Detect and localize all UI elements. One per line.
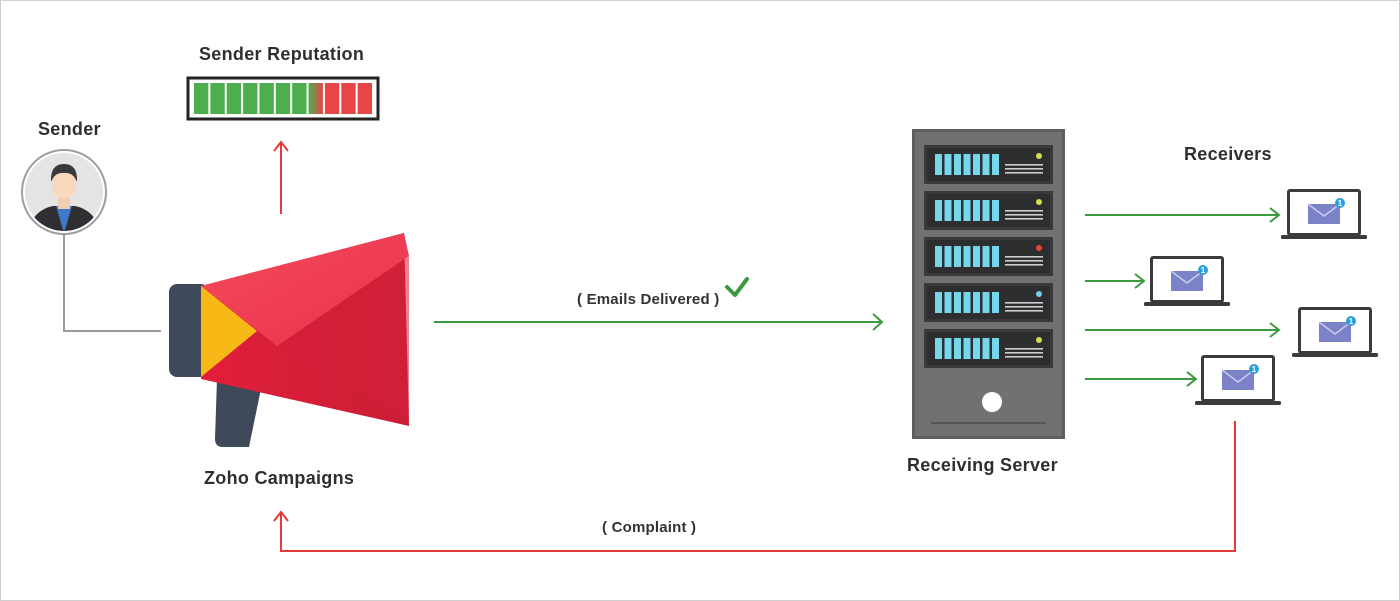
- sender-avatar: [21, 149, 107, 235]
- laptop-icon: 1: [1281, 189, 1367, 239]
- server-rack-icon: [912, 129, 1065, 439]
- sender-label: Sender: [38, 119, 101, 139]
- notification-badge: 1: [1335, 198, 1345, 208]
- megaphone-icon: [169, 233, 409, 447]
- server-unit: [924, 283, 1053, 322]
- status-led-icon: [1036, 153, 1042, 159]
- svg-text:1: 1: [1349, 317, 1354, 326]
- envelope-icon: [1307, 203, 1341, 224]
- reputation-segment: [357, 83, 372, 114]
- checkmark-icon: [725, 277, 749, 297]
- server-unit: [924, 237, 1053, 276]
- zoho-campaigns-label: Zoho Campaigns: [204, 468, 355, 488]
- svg-text:1: 1: [1338, 199, 1343, 208]
- delivery-arrowhead: [1269, 322, 1281, 338]
- reputation-segment: [308, 83, 323, 114]
- sender-reputation-label: Sender Reputation: [199, 44, 365, 64]
- reputation-segment: [324, 83, 340, 114]
- receivers-label: Receivers: [1184, 144, 1272, 164]
- notification-badge: 1: [1198, 265, 1208, 275]
- sender-reputation-meter: [186, 76, 380, 121]
- reputation-segment: [210, 83, 225, 114]
- envelope-icon: [1318, 321, 1352, 342]
- complaint-arrow: [273, 421, 1236, 552]
- laptop-icon: 1: [1144, 256, 1230, 306]
- reputation-segment: [341, 83, 356, 114]
- envelope-icon: [1221, 369, 1255, 390]
- reputation-segment: [292, 83, 307, 114]
- delivery-arrowhead: [1186, 371, 1198, 387]
- notification-badge: 1: [1249, 364, 1259, 374]
- svg-text:1: 1: [1201, 266, 1206, 275]
- server-unit: [924, 191, 1053, 230]
- status-led-icon: [1036, 337, 1042, 343]
- laptop-icon: 1: [1292, 307, 1378, 357]
- laptop-icon: 1: [1195, 355, 1281, 405]
- reputation-segment: [259, 83, 274, 114]
- status-led-icon: [1036, 291, 1042, 297]
- status-led-icon: [1036, 199, 1042, 205]
- reputation-arrow: [273, 140, 289, 214]
- notification-badge: 1: [1346, 316, 1356, 326]
- receiver-arrows: [1085, 207, 1281, 387]
- reputation-segment: [275, 83, 291, 114]
- emails-delivered-label: ( Emails Delivered ): [577, 291, 720, 308]
- server-unit: [924, 329, 1053, 368]
- emails-delivered-arrow: [434, 313, 884, 331]
- complaint-label: ( Complaint ): [602, 519, 697, 536]
- reputation-segment: [226, 83, 242, 114]
- delivery-arrowhead: [1134, 273, 1146, 289]
- receiving-server-label: Receiving Server: [907, 455, 1058, 475]
- reputation-segment: [194, 83, 209, 114]
- server-unit: [924, 145, 1053, 184]
- reputation-segment: [243, 83, 258, 114]
- sender-connector-line: [63, 234, 161, 332]
- delivery-arrowhead: [1269, 207, 1281, 223]
- svg-text:1: 1: [1252, 365, 1257, 374]
- status-led-icon: [1036, 245, 1042, 251]
- envelope-icon: [1170, 270, 1204, 291]
